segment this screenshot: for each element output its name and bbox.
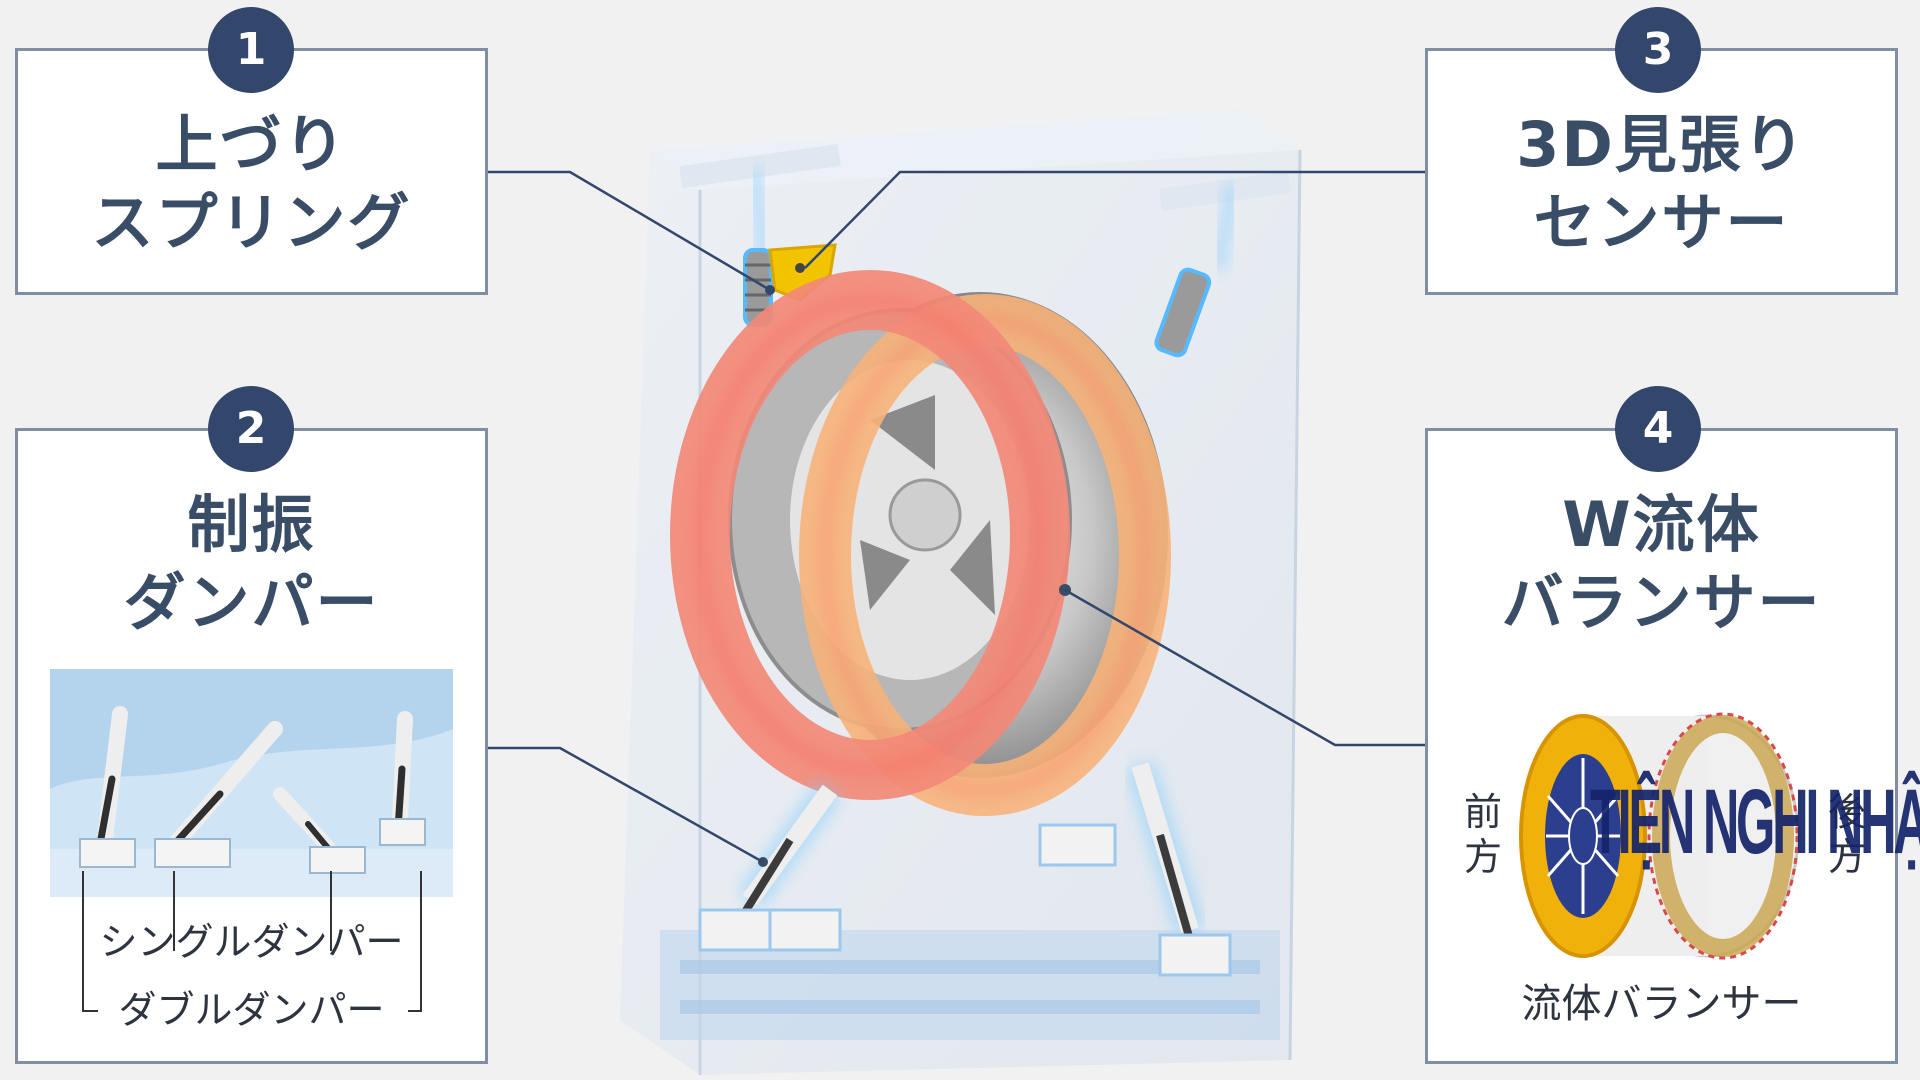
damper-label-brackets — [82, 871, 422, 1012]
leader-line-4 — [1064, 588, 1425, 747]
leader-line-1 — [488, 170, 771, 292]
single-damper-label: シングルダンパー — [99, 920, 404, 964]
vibration-damper-left — [698, 781, 843, 952]
rear-label-char1: 後 — [1828, 790, 1867, 834]
feature-4-badge: 4 — [1615, 386, 1701, 472]
feature-panel-4: W流体 バランサー 前 方 後 方 流体バランサー — [1425, 428, 1898, 1064]
rear-label-char2: 方 — [1828, 835, 1867, 879]
feature-3-title-line2: センサー — [1533, 186, 1790, 259]
double-damper-label: ダブルダンパー — [118, 988, 385, 1032]
feature-2-badge: 2 — [208, 386, 294, 472]
fluid-balancer-detail-image — [1519, 712, 1800, 960]
feature-1-title-line1: 上づり — [155, 108, 348, 181]
fluid-balancer-caption: 流体バランサー — [1521, 981, 1802, 1027]
vibration-damper-right — [1038, 760, 1232, 977]
feature-3-badge: 3 — [1615, 7, 1701, 93]
leader-line-3 — [804, 170, 1425, 269]
feature-panel-3: 3D見張り センサー — [1425, 48, 1898, 295]
damper-detail-image — [50, 669, 453, 897]
feature-2-title-line1: 制振 — [187, 488, 316, 561]
suspension-spring-right — [1154, 184, 1235, 358]
fluid-balancer-rings — [670, 270, 1171, 816]
feature-panel-2: 制振 ダンパー シングルダンパー ダブルダンパー — [15, 428, 488, 1064]
watermark-logo: TIỆN NGHI NHẬT — [1590, 771, 1920, 873]
feature-2-title-line2: ダンパー — [123, 566, 380, 639]
feature-1-badge: 1 — [208, 7, 294, 93]
leader-line-2 — [488, 746, 764, 864]
feature-4-title-line2: バランサー — [1501, 566, 1822, 639]
feature-1-title-line2: スプリング — [91, 186, 412, 259]
front-label-char2: 方 — [1464, 835, 1503, 879]
suspension-spring-left — [743, 168, 773, 327]
front-label-char1: 前 — [1464, 790, 1503, 834]
feature-4-title-line1: W流体 — [1562, 488, 1761, 561]
feature-3-title-line1: 3D見張り — [1516, 108, 1807, 181]
